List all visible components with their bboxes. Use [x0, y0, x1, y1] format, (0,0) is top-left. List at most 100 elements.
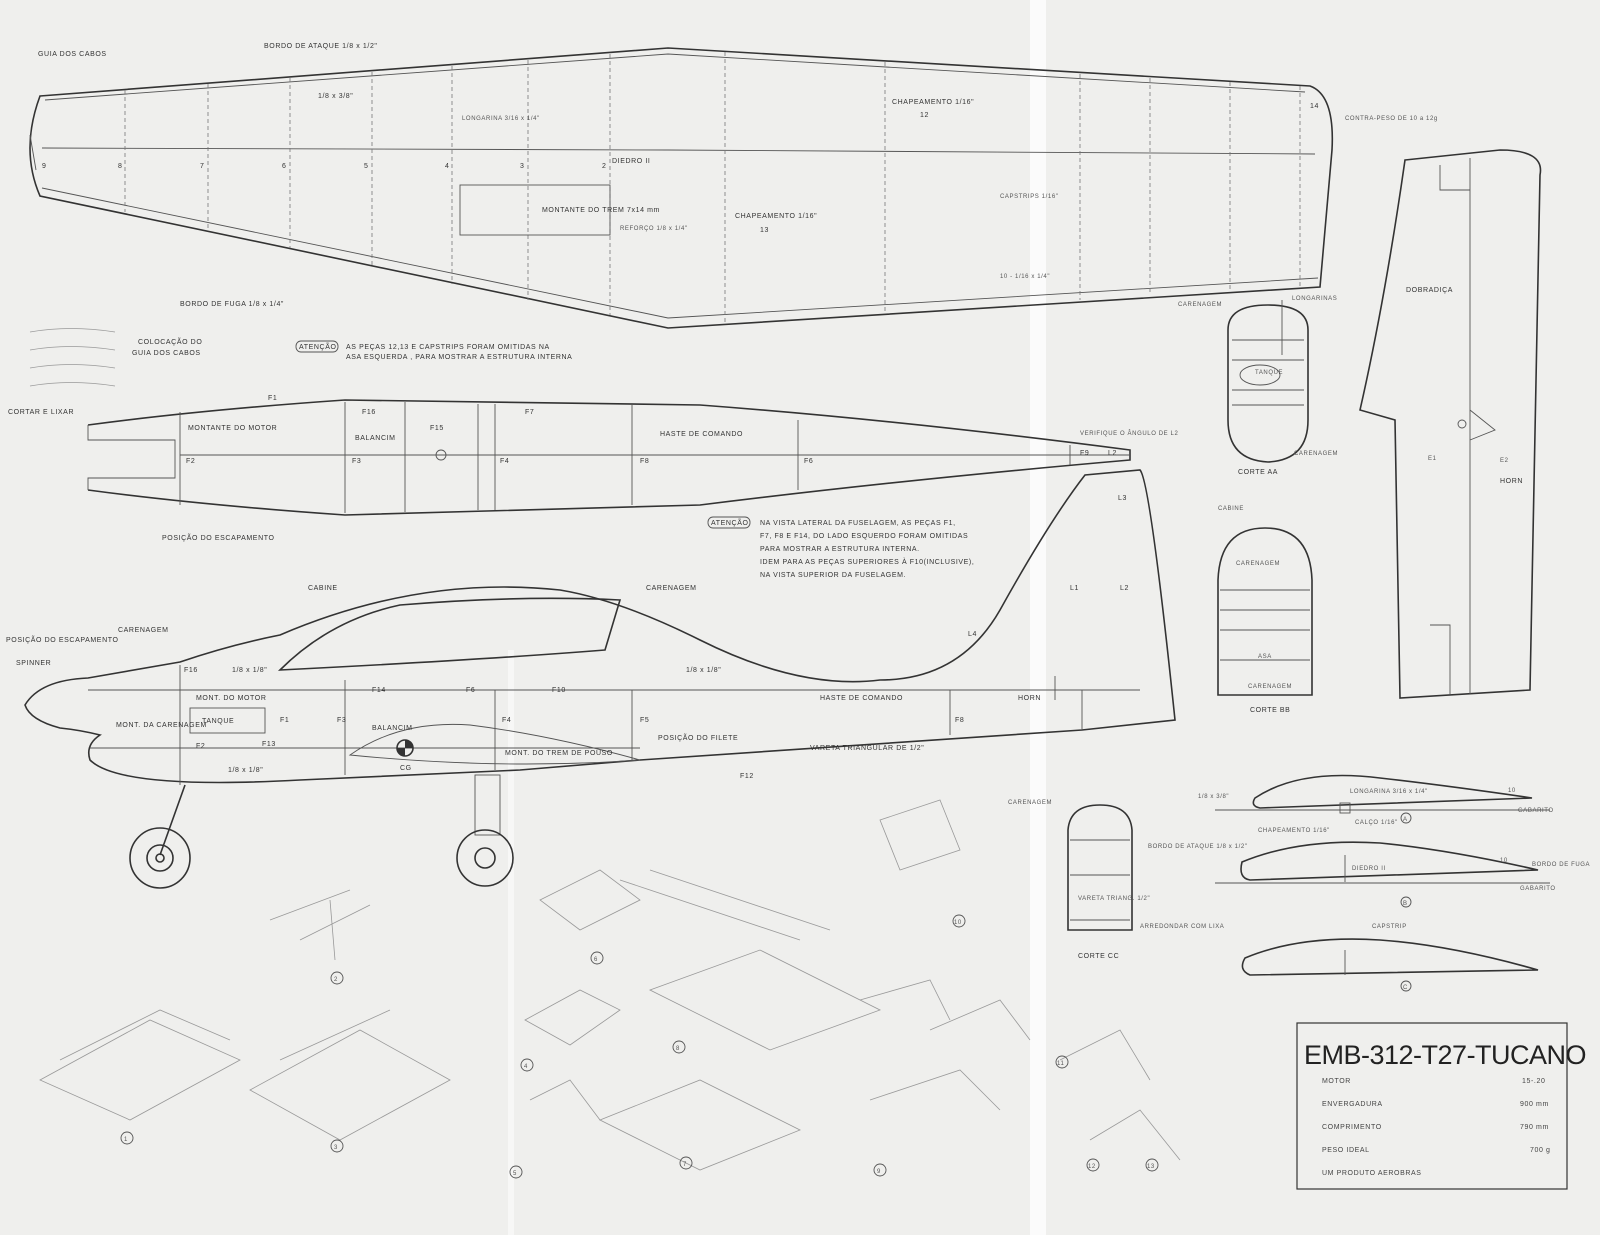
label-haste-side: HASTE DE COMANDO	[820, 695, 903, 702]
svg-text:L2: L2	[1108, 450, 1117, 457]
label-contra-peso: CONTRA-PESO DE 10 a 12g	[1345, 116, 1438, 122]
label-carenagem-side: CARENAGEM	[118, 627, 169, 634]
title-block: EMB-312-T27-TUCANO MOTOR 15-.20 ENVERGAD…	[1296, 1022, 1587, 1190]
page-seam	[1030, 0, 1046, 1235]
label-gabarito-a: GABARITO	[1518, 808, 1554, 814]
label-horn-fin: HORN	[1500, 478, 1523, 485]
label-tanque-aa: TANQUE	[1255, 370, 1283, 376]
label-carenagem-bb: CARENAGEM	[1236, 561, 1280, 567]
label-montante-motor-top: MONTANTE DO MOTOR	[188, 425, 277, 432]
airfoil-b	[1215, 841, 1550, 884]
label-longarinas: LONGARINAS	[1292, 296, 1337, 302]
label-montante-trem: MONTANTE DO TREM 7x14 mm	[542, 207, 660, 214]
svg-text:F16: F16	[362, 409, 376, 416]
wing-note-line1: AS PEÇAS 12,13 E CAPSTRIPS FORAM OMITIDA…	[346, 344, 550, 351]
label-balancim-side: BALANCIM	[372, 725, 413, 732]
label-vareta: VARETA TRIANGULAR DE 1/2"	[810, 745, 924, 752]
label-haste-top: HASTE DE COMANDO	[660, 431, 743, 438]
label-gabarito-b: GABARITO	[1520, 886, 1556, 892]
label-cabine-bb: CABINE	[1218, 506, 1244, 512]
svg-text:4: 4	[524, 1064, 528, 1070]
label-vareta-cc: VARETA TRIANG. 1/2"	[1078, 896, 1150, 902]
label-cabine: CABINE	[308, 585, 338, 592]
fuselage-note-line1: NA VISTA LATERAL DA FUSELAGEM, AS PEÇAS …	[760, 520, 956, 527]
svg-text:8: 8	[676, 1046, 680, 1052]
svg-text:9: 9	[877, 1169, 881, 1175]
svg-text:F7: F7	[525, 409, 534, 416]
spec-motor-label: MOTOR	[1322, 1078, 1351, 1085]
label-arredondar: ARREDONDAR COM LIXA	[1140, 924, 1224, 930]
svg-text:F3: F3	[337, 717, 346, 724]
label-airfoil-a-lead: 1/8 x 3/8"	[1198, 794, 1229, 800]
svg-text:2: 2	[334, 977, 338, 983]
label-horn-side: HORN	[1018, 695, 1041, 702]
atencao-badge	[707, 516, 751, 529]
svg-text:4: 4	[445, 163, 450, 170]
label-diedro-b: DIEDRO II	[1352, 866, 1386, 872]
svg-text:F1: F1	[280, 717, 289, 724]
fin-rudder-view	[1359, 149, 1542, 699]
svg-text:7: 7	[200, 163, 205, 170]
fuselage-side-view	[24, 469, 1176, 785]
label-spinner: SPINNER	[16, 660, 51, 667]
airfoil-c	[1241, 938, 1539, 976]
svg-text:6: 6	[282, 163, 287, 170]
wing-note-line2: ASA ESQUERDA , PARA MOSTRAR A ESTRUTURA …	[346, 354, 572, 361]
svg-text:F1: F1	[268, 395, 277, 402]
airfoil-a	[1215, 774, 1550, 814]
svg-text:F13: F13	[262, 741, 276, 748]
svg-text:F10: F10	[552, 687, 566, 694]
label-guia-dos-cabos: GUIA DOS CABOS	[38, 51, 107, 58]
svg-text:F12: F12	[740, 773, 754, 780]
label-cg: CG	[400, 765, 412, 772]
svg-text:F8: F8	[955, 717, 964, 724]
svg-text:14: 14	[1310, 103, 1319, 110]
label-carenagem-rear: CARENAGEM	[646, 585, 697, 592]
airfoil-markers: A B C	[1400, 812, 1412, 992]
fuselage-note-line2: F7, F8 E F14, DO LADO ESQUERDO FORAM OMI…	[760, 533, 968, 540]
svg-text:3: 3	[334, 1145, 338, 1151]
label-longarina-top: 1/8 x 3/8"	[318, 93, 353, 100]
label-calco: CALÇO 1/16"	[1355, 820, 1398, 826]
svg-text:5: 5	[364, 163, 369, 170]
svg-text:L1: L1	[1070, 585, 1079, 592]
label-rib-10-b: 10	[1500, 858, 1508, 864]
label-bordo-de-fuga-right: 10 - 1/16 x 1/4"	[1000, 274, 1050, 280]
spec-comprimento-label: COMPRIMENTO	[1322, 1124, 1382, 1131]
svg-text:L4: L4	[968, 631, 977, 638]
fuselage-top-view	[87, 399, 1131, 516]
assembly-sketches	[39, 799, 1181, 1171]
label-colocacao: COLOCAÇÃO DO	[138, 337, 202, 346]
label-strip-1: 1/8 x 1/8"	[232, 667, 267, 674]
assembly-step-numbers: 1 2 3 4 5 6 7 8 9 10 11 12 13	[120, 914, 1159, 1179]
label-guia: GUIA DOS CABOS	[132, 350, 201, 357]
svg-text:C: C	[1403, 985, 1408, 991]
svg-text:F6: F6	[804, 458, 813, 465]
svg-text:F2: F2	[186, 458, 195, 465]
svg-text:F4: F4	[500, 458, 509, 465]
wing-planform	[29, 47, 1334, 329]
spec-peso-value: 700 g	[1530, 1147, 1551, 1154]
label-mont-trem: MONT. DO TREM DE POUSO	[505, 750, 613, 757]
atencao-label: ATENÇÃO	[299, 342, 337, 351]
label-balancim-top: BALANCIM	[355, 435, 396, 442]
spec-peso-label: PESO IDEAL	[1322, 1147, 1370, 1154]
svg-text:3: 3	[520, 163, 525, 170]
label-dobradica: DOBRADIÇA	[1406, 287, 1453, 294]
label-chapeamento-13: CHAPEAMENTO 1/16"	[735, 213, 817, 220]
label-carenagem-cc: CARENAGEM	[1008, 800, 1052, 806]
svg-text:F15: F15	[430, 425, 444, 432]
section-bb	[1217, 527, 1313, 696]
svg-text:F9: F9	[1080, 450, 1089, 457]
label-carenagem-aa: CARENAGEM	[1178, 302, 1222, 308]
fuselage-note-line3: PARA MOSTRAR A ESTRUTURA INTERNA.	[760, 546, 920, 553]
svg-text:F2: F2	[196, 743, 205, 750]
svg-text:12: 12	[1088, 1164, 1096, 1170]
label-strip-2: 1/8 x 1/8"	[686, 667, 721, 674]
label-mont-carenagem: MONT. DA CARENAGEM	[116, 722, 207, 729]
label-chapeamento-b: CHAPEAMENTO 1/16"	[1258, 828, 1330, 834]
fuselage-note-line4: IDEM PARA AS PEÇAS SUPERIORES À F10(INCL…	[760, 557, 974, 566]
svg-text:5: 5	[513, 1171, 517, 1177]
